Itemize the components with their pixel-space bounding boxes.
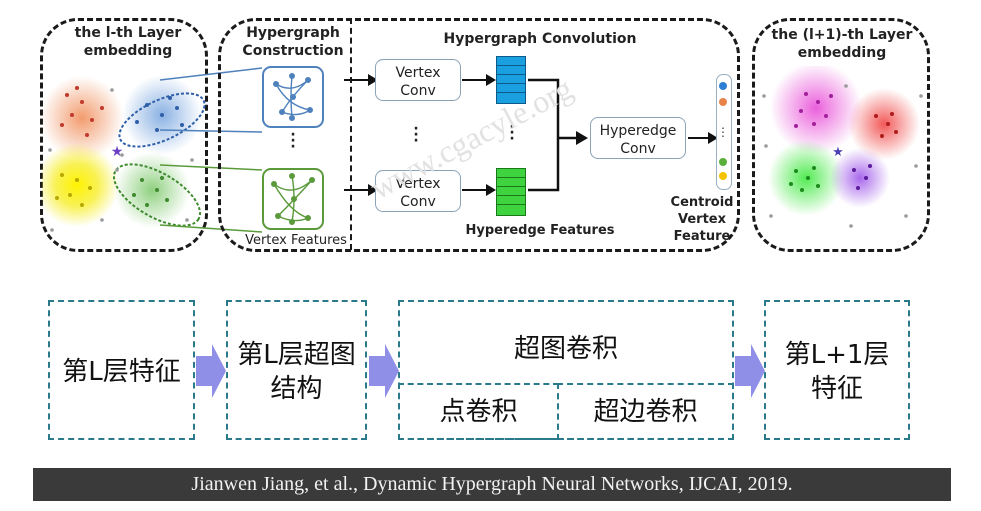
- flow-box-hypergraph-convolution-title: 超图卷积: [513, 334, 618, 364]
- blue-hyperedge: [118, 92, 206, 148]
- yellow-cluster-glow: [42, 143, 119, 227]
- arrows-to-vertex-conv: [344, 74, 378, 196]
- vertex-conv-ellipsis: ···: [413, 121, 419, 149]
- flow-arrow-3: [735, 344, 765, 398]
- flow-arrow-1: [196, 344, 226, 398]
- flow-box-layer-l-plus-1-features: 第L+1层特征: [764, 300, 910, 440]
- orange-cluster-glow: [42, 76, 124, 160]
- citation-caption: Jianwen Jiang, et al., Dynamic Hypergrap…: [33, 468, 951, 501]
- hyperedge-feature-stack-green: [496, 168, 526, 216]
- hypergraph-convolution-title: Hypergraph Convolution: [443, 31, 637, 47]
- scatter-points: [60, 86, 104, 137]
- feature-ellipsis: ···: [509, 119, 515, 147]
- svg-text:⋮: ⋮: [717, 125, 729, 139]
- right-embedding-panel: [752, 18, 930, 252]
- left-embedding-scatter: ★: [42, 75, 206, 232]
- right-embedding-scatter: ★: [762, 66, 923, 228]
- green-cluster-glow: [114, 152, 190, 228]
- arrows-to-hyperedge-features: [462, 74, 496, 196]
- construction-ellipsis: ···: [290, 127, 296, 155]
- right-center-star-icon: ★: [832, 145, 844, 160]
- hypergraph-convolution-panel: [218, 18, 740, 252]
- centroid-vector-dots: ⋮: [717, 82, 729, 180]
- flow-arrow-2: [369, 344, 399, 398]
- vertex-features-label: Vertex Features: [245, 233, 347, 248]
- hypergraph-construction-subpanel: [234, 18, 352, 250]
- flow-subbox-vertex-convolution: 点卷积: [398, 383, 559, 440]
- hypergraph-green-graph-icon: [262, 168, 324, 230]
- flow-subbox-hyperedge-convolution: 超边卷积: [557, 383, 734, 440]
- flow-box-layer-l-features: 第L层特征: [48, 300, 195, 440]
- purple-cluster-glow: [830, 148, 890, 208]
- left-embedding-panel: [40, 18, 208, 252]
- arrow-to-centroid: [688, 132, 718, 144]
- flow-box-layer-l-hypergraph-structure: 第L层超图结构: [226, 300, 367, 440]
- red-cluster-glow: [848, 88, 920, 160]
- magenta-cluster-glow: [770, 66, 862, 154]
- merge-arrows: [528, 78, 588, 192]
- green-hyperedge: [113, 163, 201, 227]
- hyperedge-features-label: Hyperedge Features: [465, 223, 615, 238]
- hyperedge-feature-stack-blue: [496, 56, 526, 104]
- hypergraph-blue-graph-icon: [262, 66, 324, 128]
- center-star-icon: ★: [111, 144, 124, 160]
